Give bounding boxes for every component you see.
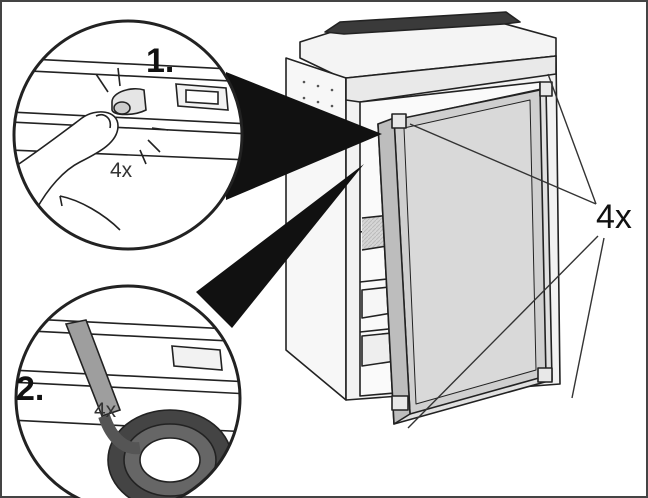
callout-cone-1	[226, 72, 382, 200]
step-2-quantity: 4x	[94, 399, 117, 422]
callout-lines	[407, 73, 605, 429]
step-1-label: 1.	[146, 42, 175, 80]
detail-circle-2	[14, 284, 242, 498]
callout-cone-2	[196, 164, 364, 328]
step-2-label: 2.	[16, 370, 45, 408]
detail-circle-1	[12, 19, 244, 251]
fridge	[285, 11, 561, 425]
hinge-quantity-callout: 4x	[596, 198, 632, 236]
step-1-quantity: 4x	[110, 159, 133, 182]
